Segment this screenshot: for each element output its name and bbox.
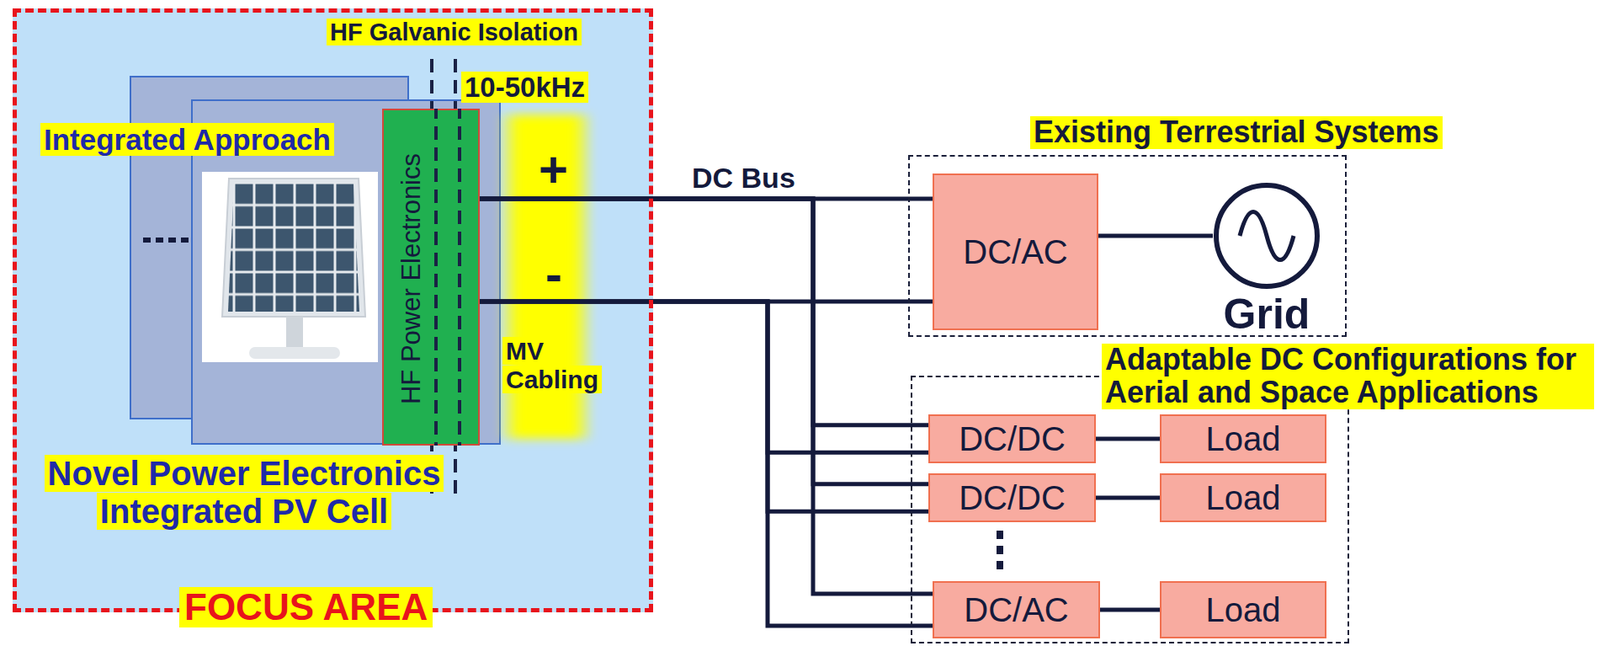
label-box: - [545, 249, 563, 300]
wire [1098, 233, 1213, 239]
label-box: Novel Power Electronics Integrated PV Ce… [25, 454, 463, 531]
wire [479, 301, 929, 511]
annotation-label: HF Galvanic Isolation [326, 18, 582, 46]
group-box: Adaptable DC Configurations for Aerial a… [910, 375, 1350, 644]
wire [1095, 495, 1160, 500]
solar-panel-cells [228, 182, 360, 312]
label-box: 10-50kHz [461, 72, 589, 104]
dc-wire-connector [1095, 438, 1160, 440]
box-label: DC/AC [962, 234, 1068, 269]
wire [1095, 436, 1160, 442]
dc-wire-connector [479, 198, 929, 452]
focus-area-fill [12, 8, 654, 612]
continuation-dot [996, 545, 1004, 554]
converter-box: Load [1159, 473, 1327, 522]
wire [1100, 607, 1160, 612]
annotation-label: - [545, 245, 563, 303]
ac-sine-symbol [1239, 212, 1294, 261]
dc-wire-connector [1100, 609, 1160, 611]
label-box: DC Bus [691, 161, 796, 194]
solar-panel-base [249, 346, 341, 359]
label-box: + [538, 144, 569, 196]
group-heading: Adaptable DC Configurations for Aerial a… [1101, 343, 1595, 410]
annotation-label: + [538, 141, 569, 198]
isolation-line [434, 108, 438, 446]
converter-box: DC/AC [932, 580, 1101, 638]
wire [479, 301, 929, 452]
wire [479, 198, 929, 426]
converter-box: Load [1159, 414, 1327, 463]
continuation-dot [996, 530, 1004, 539]
group-box: Existing Terrestrial SystemsDC/ACGrid [908, 154, 1347, 337]
dc-wire-connector [479, 198, 933, 302]
annotation-label: Integrated Approach [40, 122, 335, 156]
power-electronics-box: HF Power Electronics [382, 108, 480, 446]
box-label: Load [1206, 592, 1282, 627]
grid-source: Grid [1212, 181, 1321, 290]
grid-circle [1212, 181, 1321, 290]
wire [479, 301, 933, 626]
annotation-label: 10-50kHz [461, 71, 589, 103]
converter-box: DC/AC [932, 173, 1099, 330]
wire [479, 198, 929, 484]
dc-wire-connector [1098, 235, 1213, 237]
label-box: Integrated Approach [40, 122, 335, 156]
converter-box: Load [1159, 580, 1327, 638]
solar-panel-post [286, 316, 303, 349]
ellipsis-mark [143, 237, 192, 243]
solar-panel-frame [222, 178, 366, 317]
wire [479, 198, 933, 594]
grid-circle-outline [1216, 185, 1318, 287]
isolation-line [457, 108, 462, 446]
box-label: Load [1206, 480, 1282, 515]
label-box: HF Galvanic Isolation [326, 18, 582, 46]
annotation-label: DC Bus [691, 161, 796, 194]
box-label: Load [1206, 421, 1282, 456]
continuation-dot [996, 560, 1004, 569]
box-label: HF Power Electronics [398, 153, 425, 404]
annotation-label: Novel Power Electronics Integrated PV Ce… [44, 454, 445, 530]
area-label: FOCUS AREA [179, 586, 433, 628]
converter-box: DC/DC [928, 414, 1096, 463]
box-label: DC/DC [958, 480, 1066, 515]
dc-wire-connector [1095, 497, 1160, 499]
group-heading: Existing Terrestrial Systems [1030, 116, 1443, 149]
box-label: DC/DC [958, 421, 1066, 456]
isolation-overlay [382, 108, 480, 446]
label-box: MV Cabling [502, 336, 604, 394]
box-label: DC/AC [963, 592, 1069, 627]
box-label: Grid [1223, 292, 1311, 335]
annotation-label: MV Cabling [502, 336, 602, 394]
converter-box: DC/DC [928, 473, 1096, 522]
solar-panel-ground [201, 171, 378, 362]
dc-wire-connector [479, 198, 929, 511]
dc-wire-connector [479, 198, 933, 626]
